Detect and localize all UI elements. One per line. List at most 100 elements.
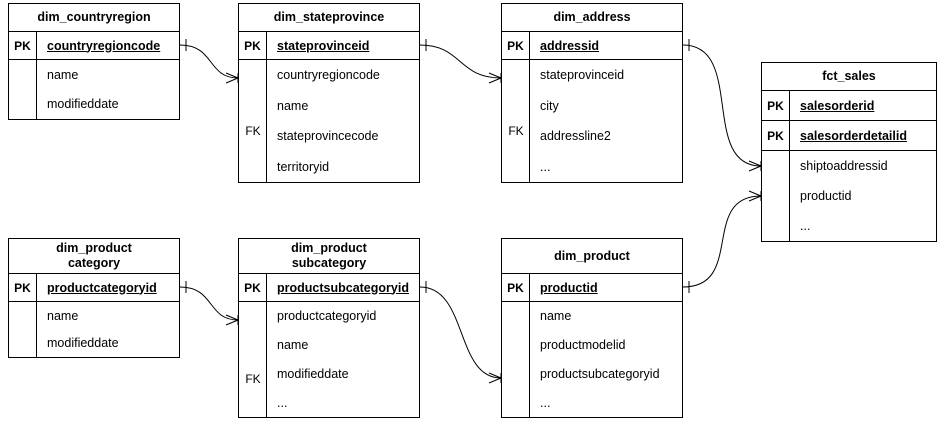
attribute-row[interactable]: name [277, 98, 309, 113]
attribute-name: productsubcategoryid [277, 280, 409, 295]
attribute-row[interactable]: addressline2 [540, 129, 611, 144]
relationship-rel-productsubcategory-product[interactable] [419, 281, 502, 384]
attribute-key-column: FK [239, 302, 267, 417]
attribute-body-fct_sales: shiptoaddressid productid... [762, 151, 936, 241]
attribute-body-dim_productsubcategory: FK productcategoryid name modifieddate... [239, 302, 419, 417]
key-badge: PK [239, 32, 267, 59]
key-badge: PK [502, 32, 530, 59]
entity-title-line: dim_address [553, 10, 631, 24]
attribute-key-column: FK [239, 60, 267, 182]
attribute-row[interactable]: ... [277, 395, 288, 410]
entity-title-line: dim_product [291, 241, 367, 255]
attribute-name: productid [540, 280, 598, 295]
cardinality-many-marker [488, 372, 502, 384]
key-badge: FK [245, 124, 261, 138]
cardinality-many-marker [748, 190, 762, 202]
key-badge: PK [762, 91, 790, 120]
cardinality-many-marker [225, 314, 239, 326]
entity-title-line: category [67, 256, 121, 270]
attribute-row[interactable]: name [47, 67, 79, 82]
attribute-body-dim_address: FK stateprovinceid city addressline2... [502, 60, 682, 182]
attribute-row[interactable]: stateprovincecode [277, 129, 379, 144]
relationship-rel-productcategory-productsubcategory[interactable] [179, 281, 239, 326]
entity-title-line: subcategory [291, 256, 367, 270]
attribute-row[interactable]: ... [540, 395, 551, 410]
attribute-key-column [762, 151, 790, 241]
cardinality-many-marker [488, 72, 502, 84]
entity-title-line: dim_countryregion [37, 10, 151, 24]
relationship-rel-product-sales[interactable] [682, 190, 762, 293]
attribute-list: shiptoaddressid productid... [790, 151, 936, 241]
key-badge: PK [239, 274, 267, 301]
attribute-row[interactable]: ... [800, 219, 811, 233]
attribute-name: productcategoryid [47, 280, 157, 295]
attribute-body-dim_productcategory: name modifieddate [9, 302, 179, 357]
attribute-row[interactable]: name [277, 338, 309, 353]
entity-title-line: fct_sales [822, 69, 876, 83]
attribute-row[interactable]: city [540, 98, 559, 113]
entity-title-fct_sales: fct_sales [762, 63, 936, 91]
attribute-row[interactable]: modifieddate [47, 336, 119, 351]
key-badge: PK [9, 274, 37, 301]
attribute-row[interactable]: modifieddate [277, 366, 349, 381]
attribute-row[interactable]: ... [540, 159, 551, 174]
key-row-dim_productcategory-productcategoryid[interactable]: PK productcategoryid [9, 274, 179, 302]
entity-title-line: dim_product [56, 241, 132, 255]
attribute-name: countryregioncode [47, 38, 161, 53]
key-badge: PK [502, 274, 530, 301]
entity-dim_product[interactable]: dim_productPKproductidFKnameproductmodel… [501, 238, 683, 418]
attribute-key-column: FK [502, 302, 530, 417]
attribute-list: productcategoryid name modifieddate... [267, 302, 419, 417]
attribute-row[interactable]: shiptoaddressid [800, 159, 888, 173]
attribute-row[interactable]: productid [800, 189, 852, 203]
attribute-body-dim_countryregion: name modifieddate [9, 60, 179, 119]
attribute-row[interactable]: productsubcategoryid [540, 366, 660, 381]
key-row-dim_product-productid[interactable]: PK productid [502, 274, 682, 302]
attribute-list: name modifieddate [37, 60, 179, 119]
entity-title-dim_address: dim_address [502, 4, 682, 32]
key-badge: FK [508, 124, 524, 138]
attribute-list: stateprovinceid city addressline2... [530, 60, 682, 182]
relationship-rel-address-sales[interactable] [682, 39, 762, 172]
attribute-row[interactable]: name [540, 309, 572, 324]
entity-title-dim_countryregion: dim_countryregion [9, 4, 179, 32]
attribute-row[interactable]: name [47, 308, 79, 323]
relationship-rel-countryregion-stateprovince[interactable] [179, 39, 239, 84]
entity-title-line: dim_stateprovince [273, 10, 385, 24]
attribute-row[interactable]: stateprovinceid [540, 68, 625, 83]
attribute-row[interactable]: productmodelid [540, 338, 626, 353]
key-badge: PK [762, 121, 790, 150]
attribute-row[interactable]: territoryid [277, 159, 330, 174]
key-badge: PK [9, 32, 37, 59]
attribute-body-dim_product: FK name productmodelid productsubcategoryid… [502, 302, 682, 417]
key-row-dim_productsubcategory-productsubcategoryid[interactable]: PK productsubcategoryid [239, 274, 419, 302]
cardinality-many-marker [748, 160, 762, 172]
attribute-key-column [9, 60, 37, 119]
key-row-fct_sales-salesorderdetailid[interactable]: PK salesorderdetailid [762, 121, 936, 151]
relationship-rel-stateprovince-address[interactable] [419, 39, 502, 84]
key-badge: FK [245, 372, 261, 386]
attribute-list: name modifieddate [37, 302, 179, 357]
attribute-row[interactable]: productcategoryid [277, 309, 377, 324]
cardinality-many-marker [225, 72, 239, 84]
attribute-list: countryregioncode name stateprovincecode te… [267, 60, 419, 182]
attribute-name: salesorderdetailid [800, 128, 907, 143]
attribute-row[interactable]: modifieddate [47, 97, 119, 112]
attribute-body-dim_stateprovince: FK countryregioncode name stateprovincecode… [239, 60, 419, 182]
attribute-key-column [9, 302, 37, 357]
attribute-row[interactable]: countryregioncode [277, 68, 380, 83]
key-row-dim_countryregion-countryregioncode[interactable]: PK countryregioncode [9, 32, 179, 60]
entity-title-dim_stateprovince: dim_stateprovince [239, 4, 419, 32]
